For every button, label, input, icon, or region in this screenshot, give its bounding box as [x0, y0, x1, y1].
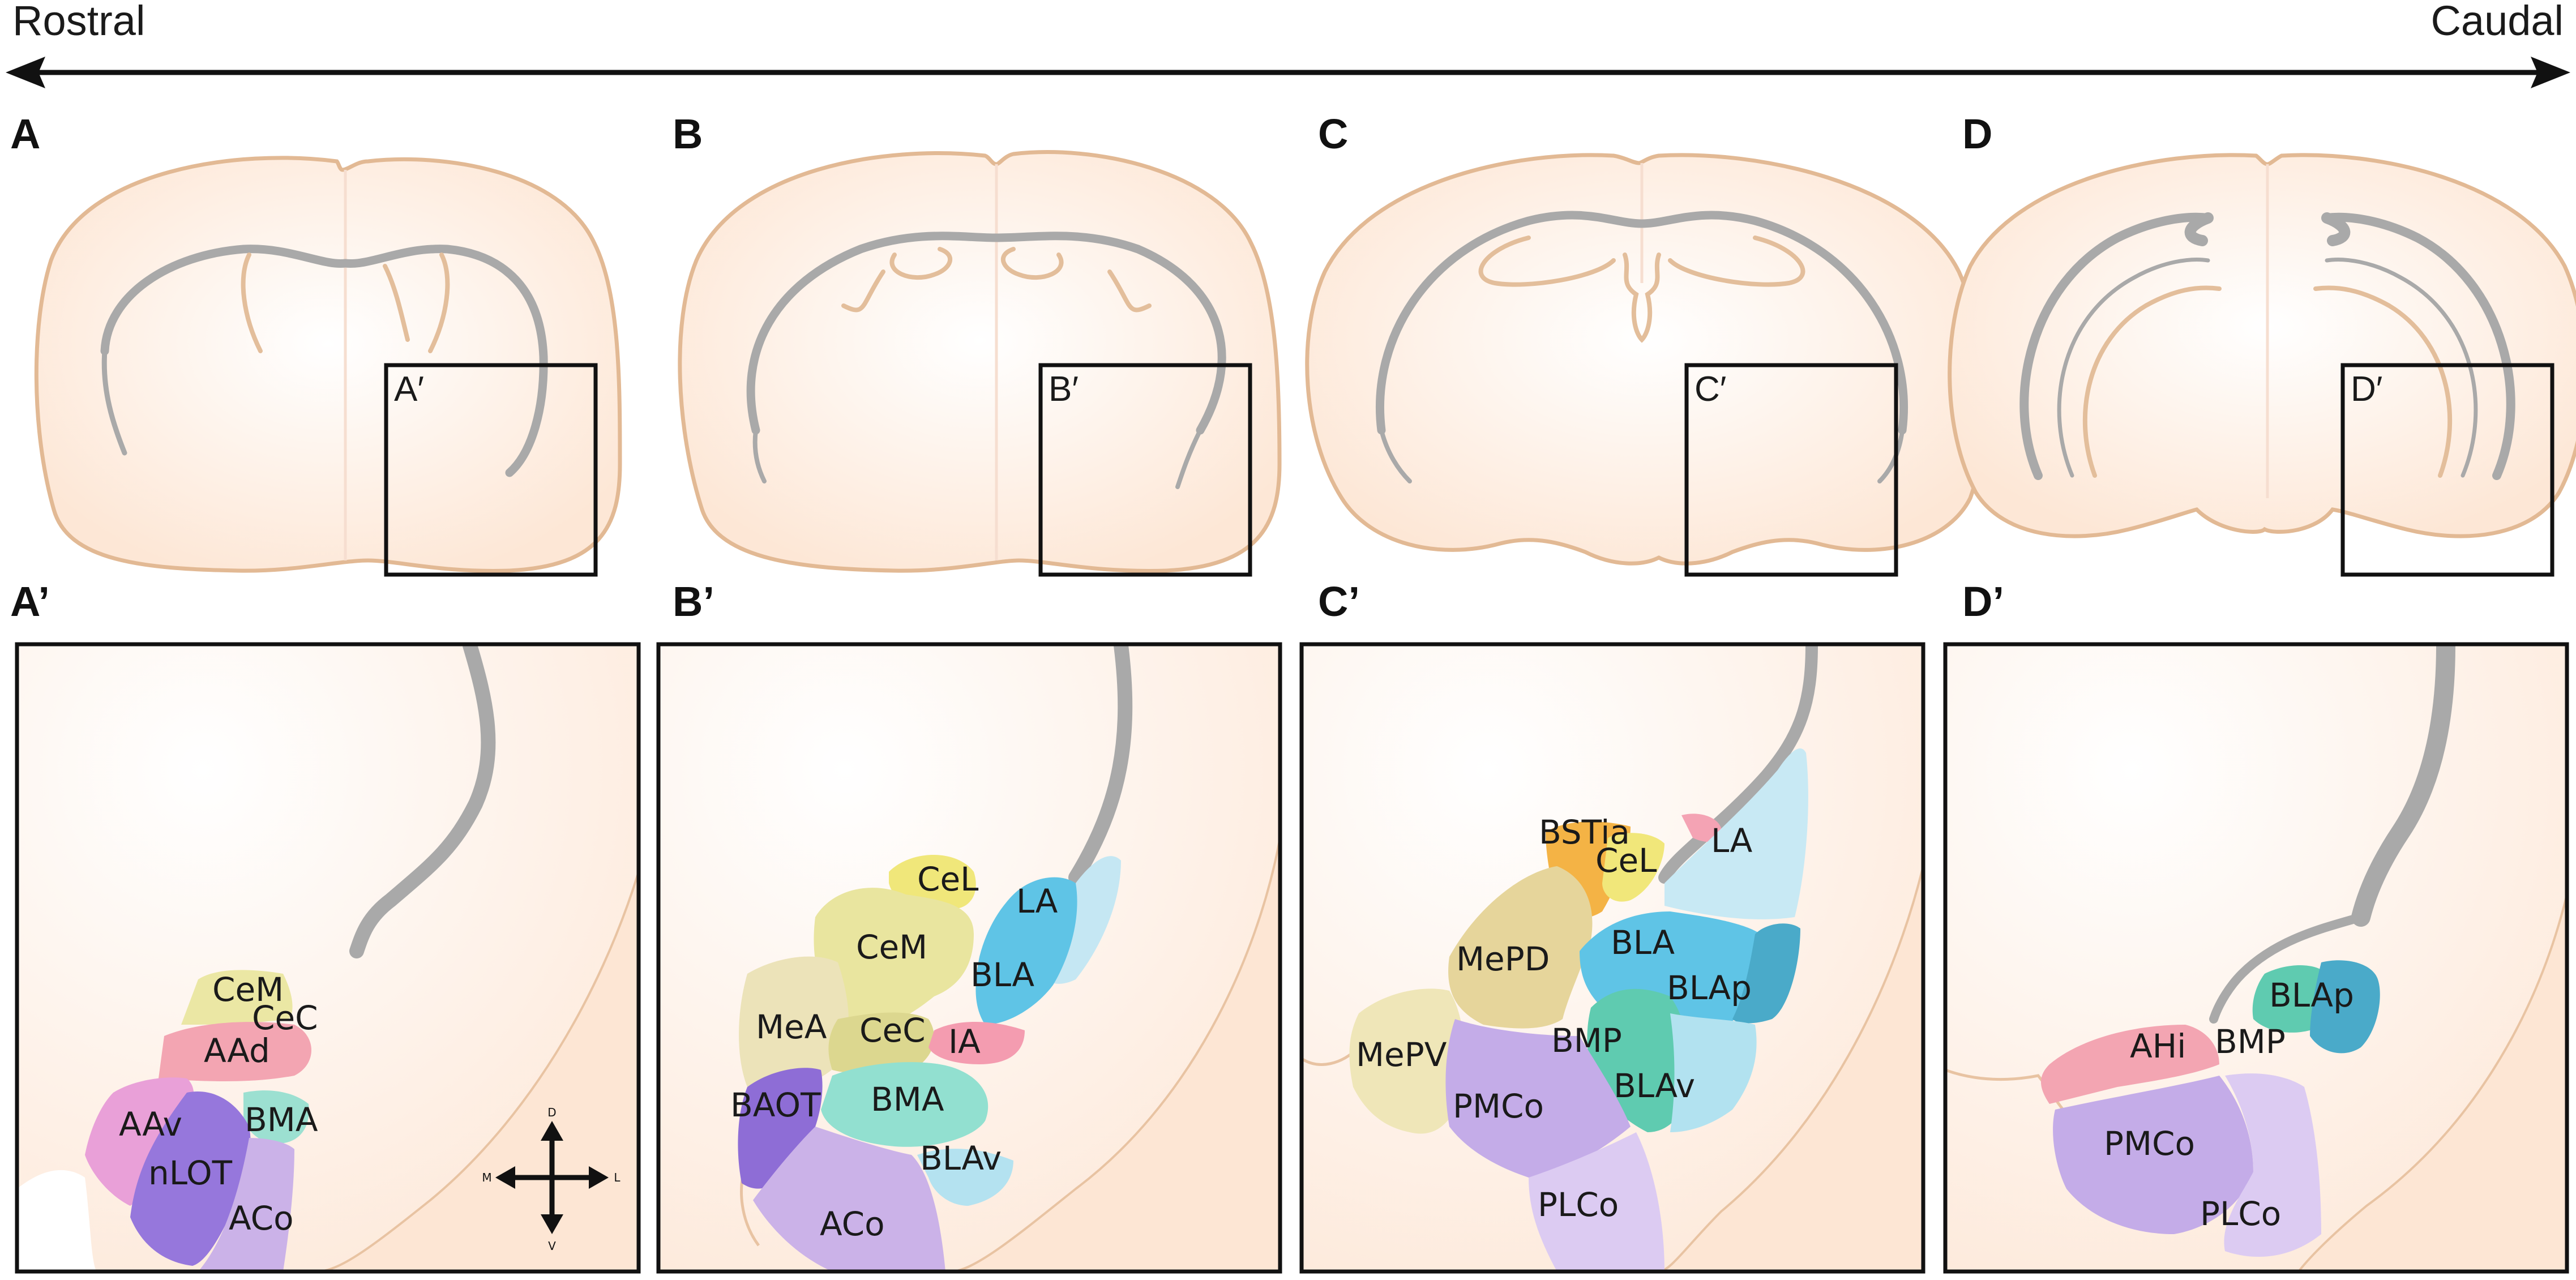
region-label: ACo	[820, 1205, 885, 1243]
panel-letter-d: D	[1962, 110, 1992, 157]
region-label: CeM	[856, 928, 927, 966]
region-label: PLCo	[1538, 1185, 1619, 1224]
region-label: CeL	[1595, 841, 1657, 880]
inset-box-label-c: C′	[1694, 370, 1726, 409]
region-label: PMCo	[2104, 1124, 2195, 1163]
inset-box-b	[1038, 363, 1252, 577]
region-label: BMA	[245, 1101, 318, 1139]
zoom-panel-c: BSTia CeL LA MePD BLA BLAp MePV BMP PMCo…	[1299, 642, 1925, 1274]
region-label: MeA	[756, 1008, 827, 1046]
axis-label-caudal: Caudal	[2430, 0, 2564, 44]
region-label: CeC	[859, 1011, 926, 1050]
region-label: AHi	[2130, 1027, 2186, 1065]
zoom-letter-a: A’	[10, 578, 50, 625]
region-label: AAd	[204, 1031, 270, 1070]
region-label: BLAp	[2269, 976, 2354, 1014]
panel-letter-c: C	[1318, 110, 1348, 157]
panel-letter-b: B	[673, 110, 703, 157]
region-label: LA	[1016, 882, 1058, 921]
inset-box-d	[2340, 363, 2554, 577]
region-label: PLCo	[2200, 1195, 2281, 1233]
region-label: IA	[948, 1022, 981, 1061]
region-label: PMCo	[1453, 1087, 1544, 1125]
zoom-panel-d: BLAp AHi BMP PMCo PLCo	[1943, 642, 2569, 1274]
zoom-panel-a: CeM CeC AAd AAv BMA nLOT ACo D V M L	[15, 642, 641, 1274]
zoom-panel-b: CeL CeM LA BLA MeA CeC IA BAOT BMA BLAv …	[656, 642, 1282, 1274]
region-label: BMP	[2215, 1022, 2286, 1061]
brain-section-d	[1948, 153, 2576, 538]
region-label: BLAv	[1614, 1067, 1695, 1105]
region-label: nLOT	[148, 1154, 233, 1192]
region-label: LA	[1711, 821, 1753, 860]
region-label: BLAv	[920, 1139, 1002, 1178]
compass-dorsal: D	[547, 1106, 556, 1119]
zoom-letter-b: B’	[673, 578, 714, 625]
rostral-caudal-arrow	[6, 57, 2570, 88]
region-label: ACo	[229, 1199, 294, 1238]
orientation-compass	[495, 1121, 609, 1234]
axis-label-rostral: Rostral	[12, 0, 145, 44]
region-label: MePD	[1456, 940, 1550, 978]
compass-medial: M	[482, 1171, 491, 1184]
brain-section-c	[1305, 153, 1987, 566]
brain-section-a	[34, 156, 622, 573]
zoom-letter-c: C’	[1318, 578, 1360, 625]
inset-box-label-a: A′	[394, 370, 424, 409]
region-label: AAv	[119, 1105, 182, 1144]
region-label: CeL	[917, 860, 979, 898]
zoom-letter-d: D’	[1962, 578, 2004, 625]
region-label: BSTia	[1539, 813, 1630, 851]
inset-box-c	[1684, 363, 1898, 577]
panel-letter-a: A	[10, 110, 40, 157]
region-label: BLA	[1611, 923, 1675, 962]
region-label: CeM	[212, 970, 284, 1009]
compass-lateral: L	[614, 1171, 621, 1184]
region-label: BAOT	[730, 1086, 821, 1124]
region-label: CeC	[252, 999, 318, 1037]
inset-box-label-b: B′	[1049, 370, 1079, 409]
region-label: BLAp	[1667, 969, 1752, 1007]
region-label: MePV	[1356, 1035, 1447, 1074]
inset-box-label-d: D′	[2351, 370, 2382, 409]
region-label: BMA	[871, 1080, 944, 1119]
region-label: BMP	[1551, 1021, 1622, 1060]
region-label: BLA	[970, 956, 1034, 994]
compass-ventral: V	[548, 1239, 556, 1253]
inset-box-a	[384, 363, 598, 577]
brain-section-b	[678, 150, 1282, 573]
